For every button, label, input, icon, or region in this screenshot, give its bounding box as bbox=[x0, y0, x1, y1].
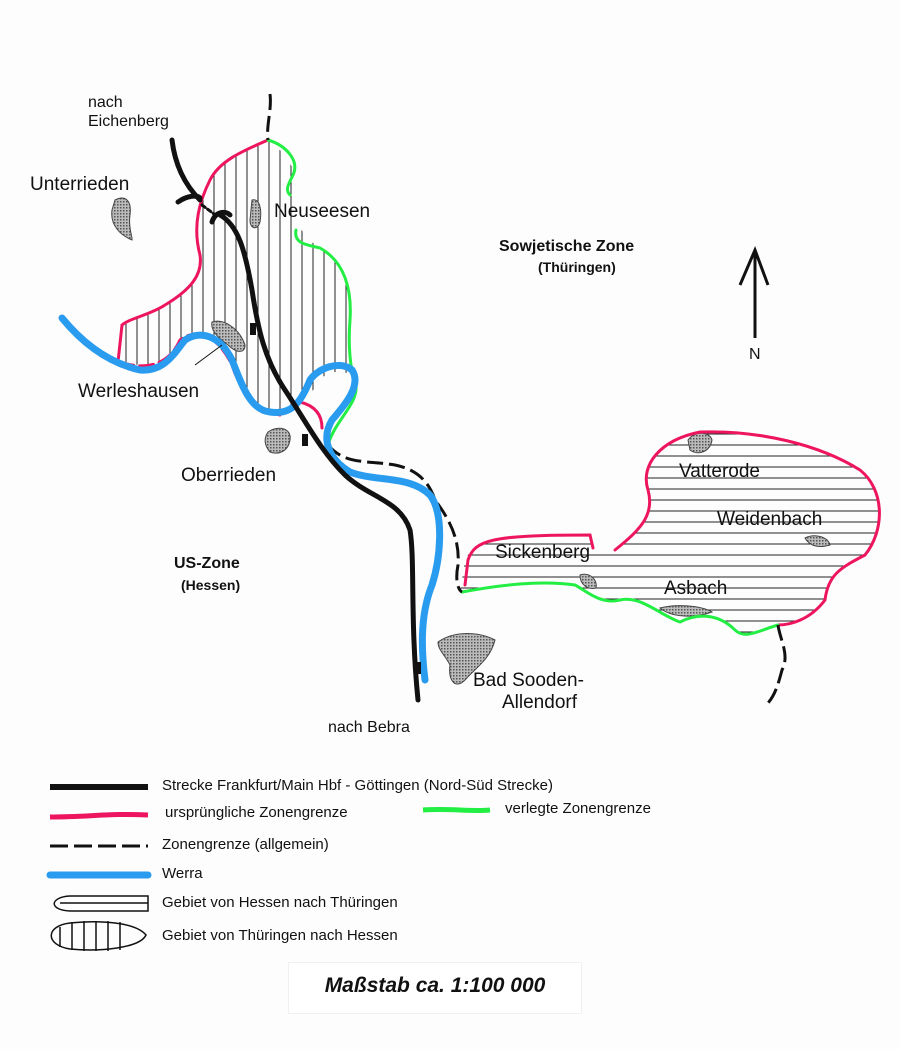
settlement-weidenbach bbox=[804, 535, 831, 547]
settlement-bad-sooden bbox=[437, 633, 496, 685]
label-north: N bbox=[749, 346, 761, 363]
label-vatterode: Vatterode bbox=[679, 461, 760, 482]
label-nach-bebra: nach Bebra bbox=[328, 719, 410, 736]
settlement-neuseesen bbox=[249, 199, 262, 229]
settlements bbox=[111, 197, 831, 685]
label-oberrieden: Oberrieden bbox=[181, 465, 277, 486]
general-border bbox=[266, 93, 787, 704]
label-weidenbach: Weidenbach bbox=[717, 509, 823, 530]
legend-hessen-to-thuringia-label: Gebiet von Hessen nach Thüringen bbox=[162, 894, 398, 911]
legend-original-border-label: ursprüngliche Zonengrenze bbox=[165, 804, 348, 821]
settlement-sickenberg bbox=[579, 573, 597, 589]
werra-river bbox=[58, 314, 444, 684]
legend-thuringia-to-hessen-swatch bbox=[50, 921, 147, 951]
settlement-unterrieden bbox=[111, 197, 133, 241]
scale-label: Maßstab ca. 1:100 000 bbox=[288, 962, 582, 1014]
werleshausen-leader bbox=[194, 344, 223, 366]
north-arrow-icon bbox=[738, 245, 770, 338]
label-bad-sooden-2: Allendorf bbox=[502, 692, 577, 713]
settlement-asbach bbox=[658, 605, 714, 617]
label-asbach: Asbach bbox=[664, 578, 728, 599]
station-markers bbox=[250, 323, 421, 674]
legend-thuringia-to-hessen-label: Gebiet von Thüringen nach Hessen bbox=[162, 927, 398, 944]
legend-railway-label: Strecke Frankfurt/Main Hbf - Göttingen (… bbox=[162, 777, 553, 794]
label-us-zone: US-Zone bbox=[174, 555, 240, 572]
label-soviet-zone: Sowjetische Zone bbox=[499, 238, 635, 255]
legend-general-border-label: Zonengrenze (allgemein) bbox=[162, 836, 329, 853]
label-sickenberg: Sickenberg bbox=[495, 542, 591, 563]
label-bad-sooden-1: Bad Sooden- bbox=[473, 670, 584, 691]
label-werleshausen: Werleshausen bbox=[78, 381, 200, 402]
settlement-werleshausen bbox=[211, 320, 246, 352]
legend-hessen-to-thuringia-swatch bbox=[53, 895, 149, 912]
label-soviet-zone-sub: (Thüringen) bbox=[538, 259, 616, 275]
moved-border bbox=[266, 138, 780, 636]
legend-original-border-swatch bbox=[49, 811, 149, 820]
label-us-zone-sub: (Hessen) bbox=[181, 577, 241, 593]
legend-moved-border-label: verlegte Zonengrenze bbox=[505, 800, 651, 817]
label-unterrieden: Unterrieden bbox=[30, 174, 130, 195]
legend-werra-label: Werra bbox=[162, 865, 203, 882]
label-neuseesen: Neuseesen bbox=[274, 201, 371, 222]
settlement-oberrieden bbox=[264, 427, 291, 454]
label-nach-eichenberg-2: Eichenberg bbox=[88, 113, 169, 130]
label-nach-eichenberg-1: nach bbox=[88, 94, 123, 111]
railway-line bbox=[169, 137, 421, 703]
legend-moved-border-swatch bbox=[422, 806, 491, 814]
